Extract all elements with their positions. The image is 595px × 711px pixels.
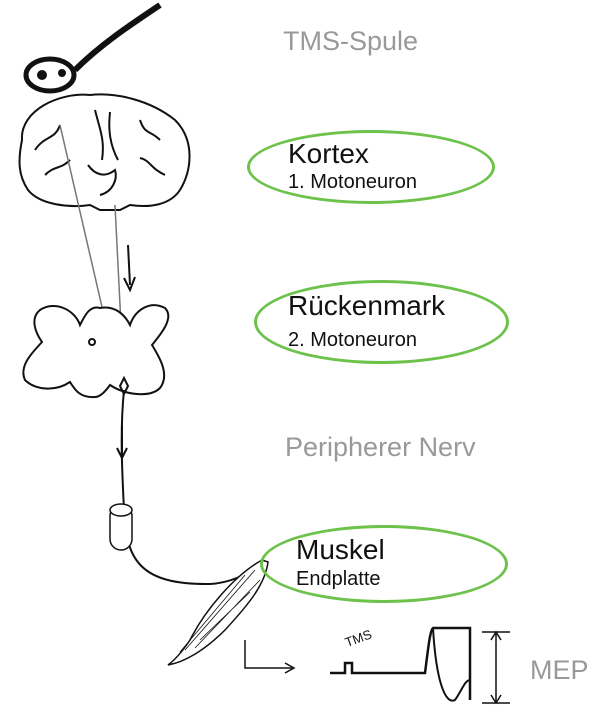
muscle-subtitle: Endplatte	[296, 568, 381, 591]
arrow-down-1-icon	[128, 245, 130, 285]
spinal-subtitle: 2. Motoneuron	[288, 329, 417, 352]
cortex-title: Kortex	[288, 138, 369, 170]
muscle-title: Muskel	[296, 534, 385, 566]
mep-label: MEP	[530, 655, 589, 686]
nerve-electrode-icon	[110, 504, 132, 550]
spinal-title: Rückenmark	[288, 290, 445, 322]
coil-label: TMS-Spule	[283, 26, 418, 57]
peripheral-nerve	[122, 390, 262, 584]
tms-coil-icon	[26, 59, 74, 91]
cortex-subtitle: 1. Motoneuron	[288, 171, 417, 194]
brain-section-icon	[20, 94, 190, 210]
peripheral-label: Peripherer Nerv	[285, 432, 476, 463]
spinal-cord-icon	[23, 305, 168, 397]
muscle-icon	[168, 560, 268, 665]
coil-cable	[75, 5, 160, 70]
